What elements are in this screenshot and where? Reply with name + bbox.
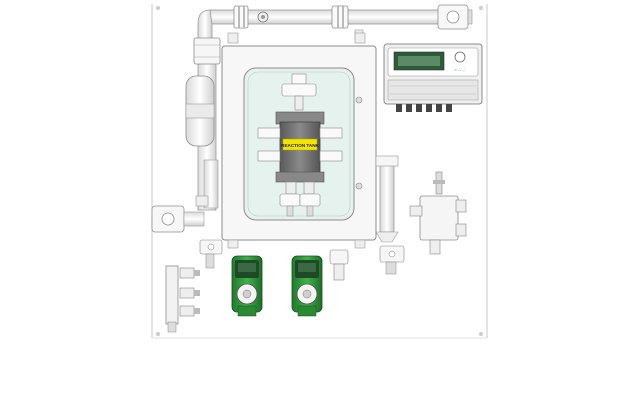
reaction-tank-label: REACTION TANK — [281, 143, 319, 148]
valve-icon — [199, 239, 223, 269]
door-hinge — [355, 182, 363, 190]
reaction-tank: REACTION TANK — [257, 111, 343, 183]
valve-icon — [379, 245, 405, 275]
cable-glands — [396, 104, 452, 112]
controller-brand: ≈ ∴∴∴ — [455, 67, 466, 72]
mounting-panel — [151, 4, 488, 339]
union-fitting-icon — [233, 5, 249, 29]
dosing-pump-icon — [291, 255, 323, 317]
controller-knob — [454, 51, 466, 63]
valve-icon — [279, 181, 321, 217]
panel-screw — [479, 332, 483, 336]
pressure-gauge-icon — [257, 11, 269, 23]
panel-screw — [156, 6, 160, 10]
electrode-icon — [165, 265, 200, 333]
valve-icon — [437, 4, 473, 30]
controller-icon: ≈ ∴∴∴ — [383, 43, 483, 112]
valve-icon — [151, 205, 205, 233]
dosing-pump-icon — [231, 255, 263, 317]
reaction-cabinet: REACTION TANK — [221, 32, 377, 249]
valve-icon — [281, 73, 317, 111]
left-pipe — [151, 37, 221, 233]
reaction-tank-label-bg — [282, 138, 318, 151]
flow-cell-icon — [409, 171, 467, 255]
door-hinge — [355, 96, 363, 104]
union-fitting-icon — [331, 5, 349, 29]
top-pipe — [197, 4, 473, 49]
valve-icon — [329, 249, 349, 281]
right-pipe — [375, 155, 399, 243]
panel-screw — [156, 332, 160, 336]
panel-screw — [479, 6, 483, 10]
